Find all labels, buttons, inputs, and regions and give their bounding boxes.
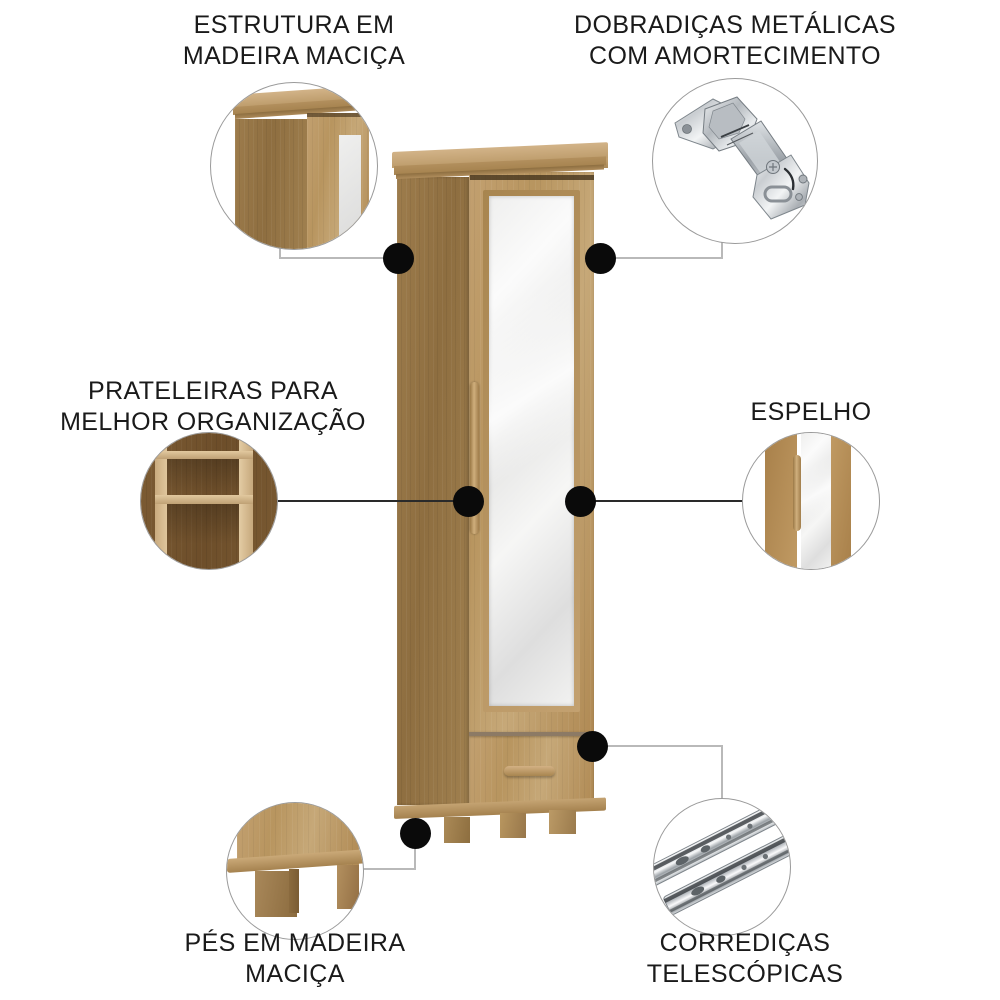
callout-corredicas [653,798,791,936]
metal-hinge-icon [674,96,810,220]
callout-espelho-door-wood-left [765,433,797,569]
mirror-glass [489,196,574,706]
door-handle[interactable] [470,382,479,534]
dot-prateleiras [453,486,484,517]
dot-pes [400,818,431,849]
telescopic-slides-icon [654,802,790,915]
label-pes: PÉS EM MADEIRA MACIÇA [184,929,406,988]
callout-estrutura [210,82,378,250]
callout-estrutura-mirror [339,135,361,249]
connector-pes-vertical [414,846,416,870]
drawer-gap [469,732,594,736]
label-dobradicas: DOBRADIÇAS METÁLICAS COM AMORTECIMENTO [574,11,896,70]
connector-dobradicas-horizontal [600,257,723,259]
wooden-foot [444,817,470,843]
dot-corredicas [577,731,608,762]
callout-prateleiras-shelf-top [155,451,253,459]
connector-prateleiras-horizontal [268,500,473,502]
label-estrutura: ESTRUTURA EM MADEIRA MACIÇA [182,11,406,70]
connector-corredicas-vertical [721,745,723,799]
label-espelho: ESPELHO [750,398,872,426]
callout-espelho-door-wood-right [831,433,851,569]
door-top-gap [470,175,594,180]
label-prateleiras: PRATELEIRAS PARA MELHOR ORGANIZAÇÃO [60,377,366,436]
dot-estrutura [383,243,414,274]
connector-estrutura-horizontal [279,257,399,259]
dot-espelho [565,486,596,517]
callout-prateleiras-shelf-middle [155,495,253,504]
callout-pes-wooden-foot [337,865,359,909]
drawer-handle[interactable] [504,766,555,776]
callout-estrutura-door-gap [307,113,369,117]
callout-prateleiras-shadow-upper [167,459,239,495]
connector-espelho-horizontal [580,500,748,502]
label-corredicas: CORREDIÇAS TELESCÓPICAS [646,929,844,988]
callout-espelho-mirror-sheen [801,433,831,569]
wooden-foot [500,813,526,838]
callout-prateleiras [140,432,278,570]
callout-pes-foot-side [289,869,299,913]
callout-espelho [742,432,880,570]
dot-dobradicas [585,243,616,274]
callout-pes [226,802,364,940]
callout-estrutura-side-panel [235,119,307,249]
callout-dobradicas [652,78,818,244]
callout-espelho-handle [793,455,801,531]
wooden-foot [549,810,576,834]
connector-corredicas-horizontal [605,745,723,747]
callout-prateleiras-shadow-lower [167,504,239,544]
connector-dobradicas-vertical [721,228,723,259]
